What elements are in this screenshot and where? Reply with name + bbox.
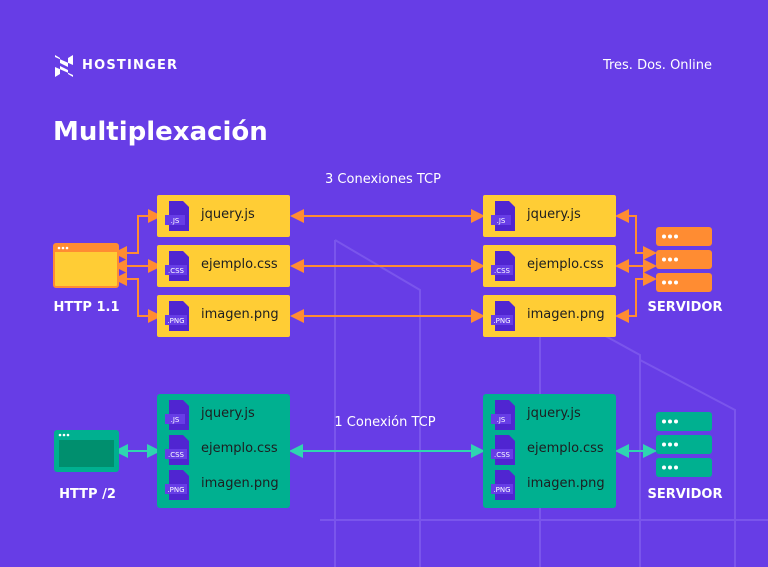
file-imagen-png: .PNG imagen.png — [483, 464, 616, 506]
file-ext-label: .JS — [171, 416, 180, 424]
http2-server-label: SERVIDOR — [647, 487, 723, 502]
js-file-icon: .JS — [491, 201, 515, 231]
file-jquery-js: .JS jquery.js — [157, 195, 290, 237]
file-imagen-png: .PNG imagen.png — [483, 295, 616, 337]
file-name: ejemplo.css — [201, 257, 278, 272]
file-jquery-js: .JS jquery.js — [157, 394, 290, 436]
file-ext-label: .JS — [497, 217, 506, 225]
file-name: imagen.png — [527, 476, 605, 491]
file-jquery-js: .JS jquery.js — [483, 195, 616, 237]
file-ext-label: .CSS — [168, 451, 185, 459]
file-ejemplo-css: .CSS ejemplo.css — [483, 245, 616, 287]
file-name: jquery.js — [527, 207, 581, 222]
file-ext-label: .CSS — [168, 267, 185, 275]
file-name: jquery.js — [527, 406, 581, 421]
browser-window-icon — [53, 243, 119, 288]
page-title: Multiplexación — [53, 117, 268, 147]
http11-server-link-3 — [615, 272, 657, 323]
file-name: jquery.js — [201, 207, 255, 222]
http11-client-link-1 — [113, 209, 162, 260]
file-name: imagen.png — [201, 307, 279, 322]
server-stack-icon — [656, 227, 712, 292]
png-file-icon: .PNG — [165, 301, 189, 331]
http2-client-files: .JS jquery.js .CSS ejemplo.css .PNG imag… — [157, 394, 290, 508]
js-file-icon: .JS — [165, 201, 189, 231]
file-name: ejemplo.css — [527, 257, 604, 272]
http11-server-files: .JS jquery.js .CSS ejemplo.css .PNG imag… — [483, 195, 616, 340]
tagline: Tres. Dos. Online — [602, 58, 712, 73]
http11-caption: 3 Conexiones TCP — [325, 172, 441, 187]
png-file-icon: .PNG — [165, 470, 189, 500]
http11-server-link-1 — [615, 209, 657, 260]
http11-server-label: SERVIDOR — [647, 300, 723, 315]
http11-client-files: .JS jquery.js .CSS ejemplo.css .PNG imag… — [157, 195, 290, 340]
file-ext-label: .CSS — [494, 267, 511, 275]
file-imagen-png: .PNG imagen.png — [157, 295, 290, 337]
file-ejemplo-css: .CSS ejemplo.css — [157, 429, 290, 471]
file-name: imagen.png — [201, 476, 279, 491]
file-ejemplo-css: .CSS ejemplo.css — [157, 245, 290, 287]
css-file-icon: .CSS — [165, 251, 189, 281]
file-name: jquery.js — [201, 406, 255, 421]
png-file-icon: .PNG — [491, 301, 515, 331]
http11-client-label: HTTP 1.1 — [53, 300, 120, 315]
file-ext-label: .JS — [497, 416, 506, 424]
css-file-icon: .CSS — [165, 435, 189, 465]
css-file-icon: .CSS — [491, 251, 515, 281]
http11-client-link-3 — [113, 272, 162, 323]
js-file-icon: .JS — [165, 400, 189, 430]
file-imagen-png: .PNG imagen.png — [157, 464, 290, 506]
file-ext-label: .CSS — [494, 451, 511, 459]
brand-name: HOSTINGER — [82, 58, 179, 73]
file-ext-label: .JS — [171, 217, 180, 225]
file-ejemplo-css: .CSS ejemplo.css — [483, 429, 616, 471]
js-file-icon: .JS — [491, 400, 515, 430]
http2-server-files: .JS jquery.js .CSS ejemplo.css .PNG imag… — [483, 394, 616, 508]
http2-caption: 1 Conexión TCP — [334, 415, 436, 430]
browser-window-icon — [54, 430, 119, 472]
file-name: ejemplo.css — [527, 441, 604, 456]
file-name: ejemplo.css — [201, 441, 278, 456]
file-ext-label: .PNG — [493, 486, 510, 494]
css-file-icon: .CSS — [491, 435, 515, 465]
png-file-icon: .PNG — [491, 470, 515, 500]
file-ext-label: .PNG — [167, 486, 184, 494]
hostinger-logo-icon — [55, 55, 73, 77]
file-name: imagen.png — [527, 307, 605, 322]
http2-client-label: HTTP /2 — [59, 487, 116, 502]
file-jquery-js: .JS jquery.js — [483, 394, 616, 436]
server-stack-icon — [656, 412, 712, 477]
file-ext-label: .PNG — [493, 317, 510, 325]
file-ext-label: .PNG — [167, 317, 184, 325]
